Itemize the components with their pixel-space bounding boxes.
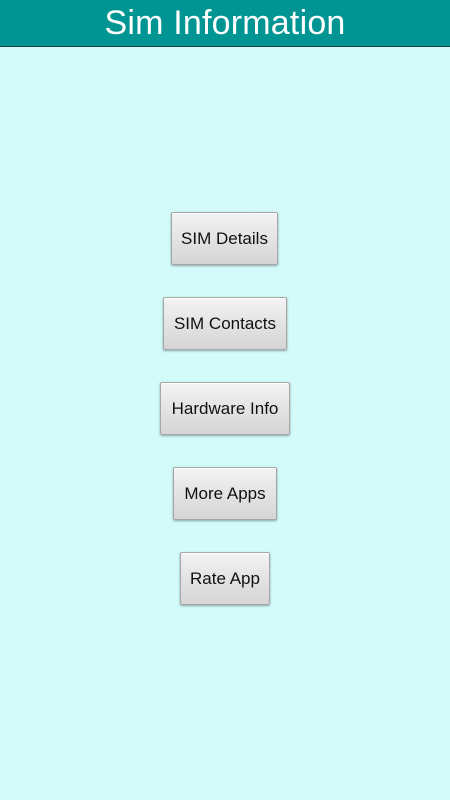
sim-details-button[interactable]: SIM Details [171, 212, 278, 265]
hardware-info-button[interactable]: Hardware Info [160, 382, 290, 435]
app-title: Sim Information [104, 4, 346, 42]
sim-contacts-button[interactable]: SIM Contacts [163, 297, 287, 350]
title-bar: Sim Information [0, 0, 450, 47]
rate-app-button[interactable]: Rate App [180, 552, 270, 605]
more-apps-button[interactable]: More Apps [173, 467, 277, 520]
